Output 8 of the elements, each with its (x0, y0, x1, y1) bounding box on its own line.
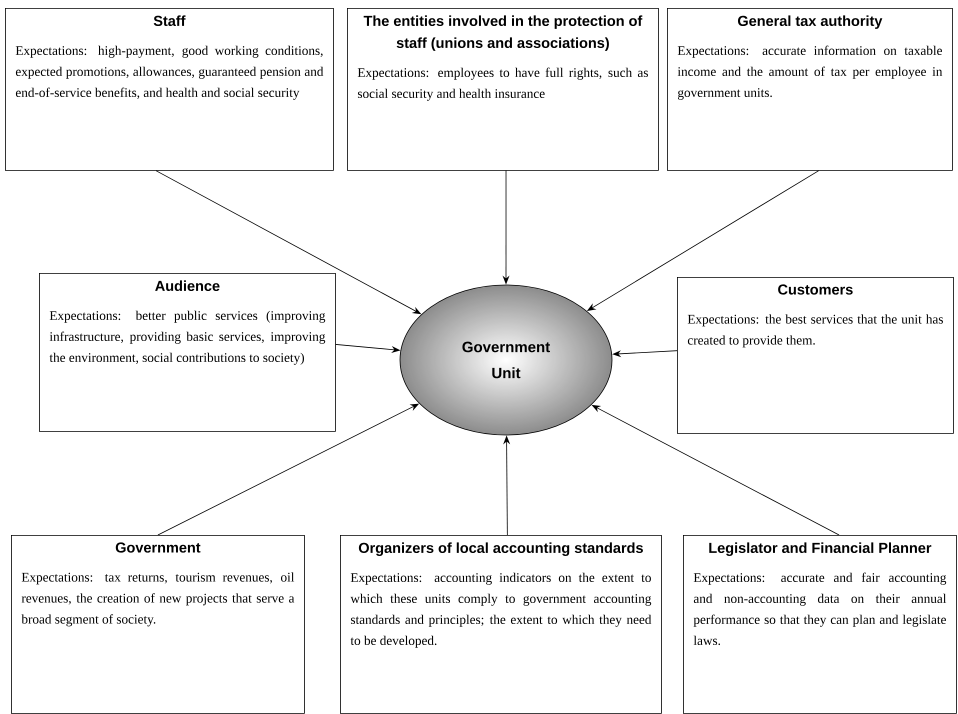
stakeholder-box: Staff Expectations: high-payment, good working conditions, expected promotions, allowances, guaranteed pension and end-of-service benefits, and health and social security (5, 8, 334, 171)
stakeholder-box: Government Expectations: tax returns, tourism revenues, oil revenues, the creation of new projects that serve a broad segment of society. (11, 535, 305, 714)
stakeholder-box: Audience Expectations: better public services (improving infrastructure, providing basic services, improving the environment, social contributions to society) (39, 273, 336, 432)
stakeholder-box: General tax authority Expectations: accurate information on taxable income and the amount of tax per employee in government units. (667, 8, 953, 171)
stakeholder-box: Legislator and Financial Planner Expectations: accurate and fair accounting and non-accounting data on their annual performance so that they can plan and legislate laws. (683, 535, 957, 714)
stakeholder-box: Customers Expectations: the best services that the unit has created to provide them. (677, 277, 954, 434)
stakeholder-box: The entities involved in the protection of staff (unions and associations) Expectations: employees to have full rights, such as social security and health insurance (347, 8, 659, 171)
stakeholder-box: Organizers of local accounting standards Expectations: accounting indicators on the extent to which these units comply to government accounting standards and principles; the extent to which they need to be developed. (340, 535, 662, 714)
